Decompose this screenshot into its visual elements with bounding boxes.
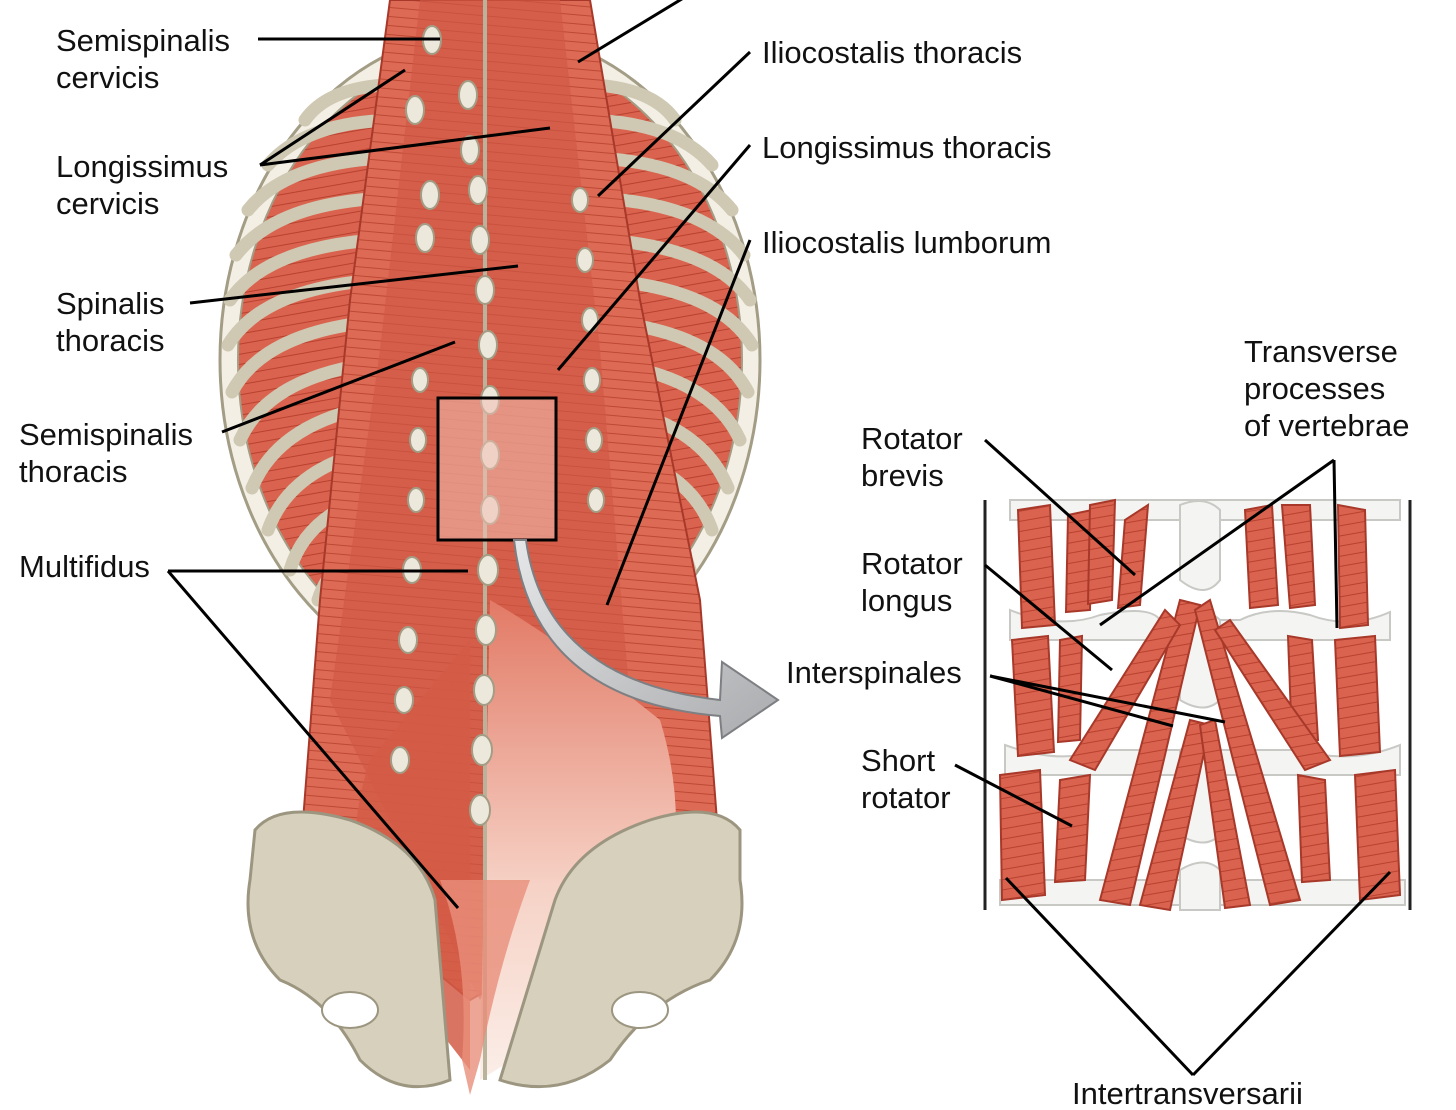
label-semispinalis-thoracis: Semispinalis thoracis <box>19 416 193 490</box>
label-multifidus: Multifidus <box>19 548 150 585</box>
label-transverse-processes: Transverse processes of vertebrae <box>1244 333 1409 444</box>
zoom-box <box>436 396 558 542</box>
label-line: Longissimus <box>56 149 229 184</box>
label-rotator-brevis: Rotator brevis <box>861 420 963 494</box>
label-line: Rotator <box>861 421 963 456</box>
leader-lines <box>166 0 1392 1077</box>
label-line: Semispinalis <box>19 417 194 452</box>
label-line: Rotator <box>861 546 963 581</box>
label-line: Transverse <box>1244 334 1398 369</box>
label-line: Longissimus thoracis <box>762 130 1052 165</box>
label-interspinales: Interspinales <box>786 654 962 691</box>
label-rotator-longus: Rotator longus <box>861 545 963 619</box>
label-line: cervicis <box>56 186 160 221</box>
label-line: Multifidus <box>19 549 150 584</box>
label-semispinalis-cervicis: Semispinalis cervicis <box>56 22 230 96</box>
label-line: longus <box>861 583 953 618</box>
label-line: brevis <box>861 458 944 493</box>
label-line: cervicis <box>56 60 160 95</box>
label-longissimus-cervicis: Longissimus cervicis <box>56 148 228 222</box>
label-longissimus-thoracis: Longissimus thoracis <box>762 129 1051 166</box>
label-line: Semispinalis <box>56 23 231 58</box>
inset-panel <box>983 498 1412 912</box>
label-line: Short <box>861 743 936 778</box>
label-line: Iliocostalis lumborum <box>762 225 1052 260</box>
zoom-arrow <box>512 539 780 740</box>
pelvis <box>246 810 744 1095</box>
label-intertransversarii: Intertransversarii <box>1072 1075 1303 1110</box>
label-line: Iliocostalis thoracis <box>762 35 1023 70</box>
label-line: thoracis <box>56 323 165 358</box>
label-line: thoracis <box>19 454 128 489</box>
label-line: processes <box>1244 371 1386 406</box>
label-line: rotator <box>861 780 951 815</box>
label-spinalis-thoracis: Spinalis thoracis <box>56 285 165 359</box>
label-iliocostalis-lumborum: Iliocostalis lumborum <box>762 224 1051 261</box>
label-line: Intertransversarii <box>1072 1076 1303 1110</box>
label-short-rotator: Short rotator <box>861 742 951 816</box>
label-line: Interspinales <box>786 655 962 690</box>
label-line: of vertebrae <box>1244 408 1410 443</box>
label-iliocostalis-thoracis: Iliocostalis thoracis <box>762 34 1022 71</box>
label-line: Spinalis <box>56 286 165 321</box>
